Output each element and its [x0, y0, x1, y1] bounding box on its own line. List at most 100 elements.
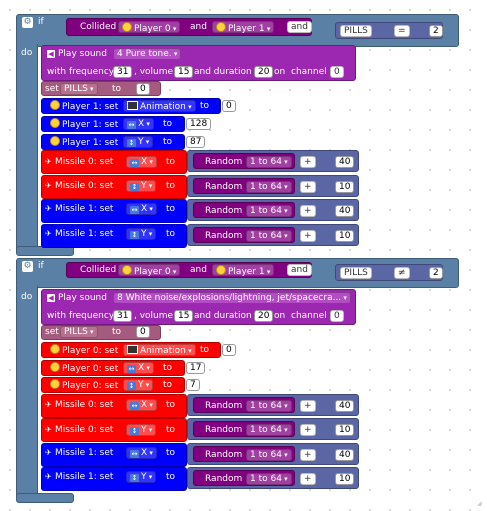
math-operator-dropdown[interactable]: +	[300, 181, 316, 193]
channel-label: channel	[291, 311, 327, 321]
do-label: do	[21, 48, 33, 58]
x-property-dropdown[interactable]: ↔X	[126, 399, 157, 411]
y-property-dropdown[interactable]: ↕Y	[123, 136, 154, 148]
to-label: to	[166, 425, 176, 435]
y-property-dropdown[interactable]: ↕Y	[126, 228, 157, 240]
addend-value[interactable]: 10	[335, 230, 355, 242]
gear-icon[interactable]: ⚙	[22, 261, 33, 272]
x-property-dropdown[interactable]: ↔X	[126, 156, 157, 168]
addend-value[interactable]: 40	[335, 156, 355, 168]
gear-icon[interactable]: ⚙	[22, 17, 33, 28]
channel-dropdown[interactable]: 0	[330, 310, 344, 322]
set-value[interactable]: 0	[136, 326, 150, 338]
set-value[interactable]: 0	[222, 344, 236, 356]
sound-dropdown[interactable]: 8 White noise/explosions/lightning, jet/…	[113, 292, 351, 304]
random-range-dropdown[interactable]: 1 to 64	[246, 156, 292, 168]
variable-dropdown[interactable]: PILLS	[60, 83, 98, 95]
x-property-dropdown[interactable]: ↔X	[123, 118, 154, 130]
y-property-dropdown[interactable]: ↕Y	[126, 180, 157, 192]
pills-variable-dropdown[interactable]: PILLS	[340, 25, 372, 37]
random-range-dropdown[interactable]: 1 to 64	[246, 400, 292, 412]
set-value[interactable]: 17	[186, 362, 206, 374]
set-value[interactable]: 0	[222, 100, 236, 112]
to-label: to	[163, 137, 173, 147]
set-value[interactable]: 87	[186, 136, 206, 148]
pills-variable-dropdown[interactable]: PILLS	[340, 267, 372, 279]
smiley-icon	[122, 265, 132, 275]
math-operator-dropdown[interactable]: +	[300, 449, 316, 461]
volume-field[interactable]: 15	[174, 310, 194, 322]
y-property-dropdown[interactable]: ↕Y	[123, 379, 154, 391]
addend-value[interactable]: 40	[335, 449, 355, 461]
addend-value[interactable]: 40	[335, 205, 355, 217]
math-operator-dropdown[interactable]: +	[300, 156, 316, 168]
logic-operator-dropdown[interactable]: and	[287, 264, 312, 276]
smiley-icon	[50, 100, 60, 110]
sound-dropdown[interactable]: 4 Pure tone.	[113, 48, 182, 60]
missile-set-block[interactable]	[41, 467, 187, 491]
player-set-label: Player 0: set	[50, 362, 118, 375]
smiley-icon	[50, 379, 60, 389]
random-range-dropdown[interactable]: 1 to 64	[246, 473, 292, 485]
channel-dropdown[interactable]: 0	[330, 66, 344, 78]
player-set-label: Player 1: set	[50, 118, 118, 131]
math-operator-dropdown[interactable]: +	[300, 424, 316, 436]
math-operator-dropdown[interactable]: +	[300, 205, 316, 217]
vertical-arrow-icon: ↕	[127, 382, 136, 390]
animation-property-dropdown[interactable]: Animation	[123, 344, 196, 356]
missile-set-block[interactable]	[41, 418, 187, 442]
duration-field[interactable]: 20	[254, 310, 274, 322]
player-set-label: Player 0: set	[50, 344, 118, 357]
math-operator-dropdown[interactable]: +	[300, 400, 316, 412]
object-a-dropdown[interactable]: Player 0	[118, 21, 181, 34]
addend-value[interactable]: 10	[335, 424, 355, 436]
missile-set-block[interactable]	[41, 394, 187, 418]
set-value[interactable]: 7	[186, 379, 200, 391]
smiley-icon	[50, 344, 60, 354]
y-property-dropdown[interactable]: ↕Y	[126, 471, 157, 483]
set-value[interactable]: 0	[136, 83, 150, 95]
frequency-field[interactable]: 31	[113, 310, 133, 322]
math-operator-dropdown[interactable]: +	[300, 230, 316, 242]
set-value[interactable]: 128	[186, 118, 212, 130]
missile-set-block[interactable]	[41, 199, 187, 223]
random-range-dropdown[interactable]: 1 to 64	[246, 181, 292, 193]
y-property-dropdown[interactable]: ↕Y	[126, 424, 157, 436]
compare-value[interactable]: 2	[429, 267, 443, 279]
missile-set-block[interactable]	[41, 224, 187, 248]
compare-value[interactable]: 2	[429, 25, 443, 37]
math-operator-dropdown[interactable]: +	[300, 473, 316, 485]
logic-operator-dropdown[interactable]: and	[287, 21, 312, 33]
resize-grip-icon[interactable]: ◢	[477, 500, 482, 507]
x-property-dropdown[interactable]: ↔X	[123, 362, 154, 374]
object-b-dropdown[interactable]: Player 1	[212, 21, 275, 34]
duration-field[interactable]: 20	[254, 66, 274, 78]
random-range-dropdown[interactable]: 1 to 64	[246, 205, 292, 217]
random-range-dropdown[interactable]: 1 to 64	[246, 424, 292, 436]
random-range-dropdown[interactable]: 1 to 64	[246, 230, 292, 242]
missile-set-block[interactable]	[41, 175, 187, 199]
frequency-field[interactable]: 31	[113, 66, 133, 78]
player-set-label: Player 1: set	[50, 136, 118, 149]
x-property-dropdown[interactable]: ↔X	[126, 203, 157, 215]
addend-value[interactable]: 10	[335, 473, 355, 485]
object-a-dropdown[interactable]: Player 0	[118, 264, 181, 277]
missile-set-block[interactable]	[41, 150, 187, 174]
horizontal-arrow-icon: ↔	[127, 121, 136, 129]
volume-field[interactable]: 15	[174, 66, 194, 78]
animation-property-dropdown[interactable]: Animation	[123, 100, 196, 112]
compare-operator-dropdown[interactable]: =	[394, 25, 410, 37]
missile-set-block[interactable]	[41, 443, 187, 467]
object-b-dropdown[interactable]: Player 1	[212, 264, 275, 277]
horizontal-arrow-icon: ↔	[130, 206, 139, 214]
compare-operator-dropdown[interactable]: ≠	[394, 267, 410, 279]
addend-value[interactable]: 10	[335, 181, 355, 193]
missile-set-label: ✈Missile 0: set	[45, 400, 114, 410]
variable-dropdown[interactable]: PILLS	[60, 326, 98, 338]
addend-value[interactable]: 40	[335, 400, 355, 412]
play-sound-block[interactable]	[41, 45, 356, 81]
if-block-2-footer	[16, 493, 74, 503]
x-property-dropdown[interactable]: ↔X	[126, 447, 157, 459]
random-range-dropdown[interactable]: 1 to 64	[246, 449, 292, 461]
